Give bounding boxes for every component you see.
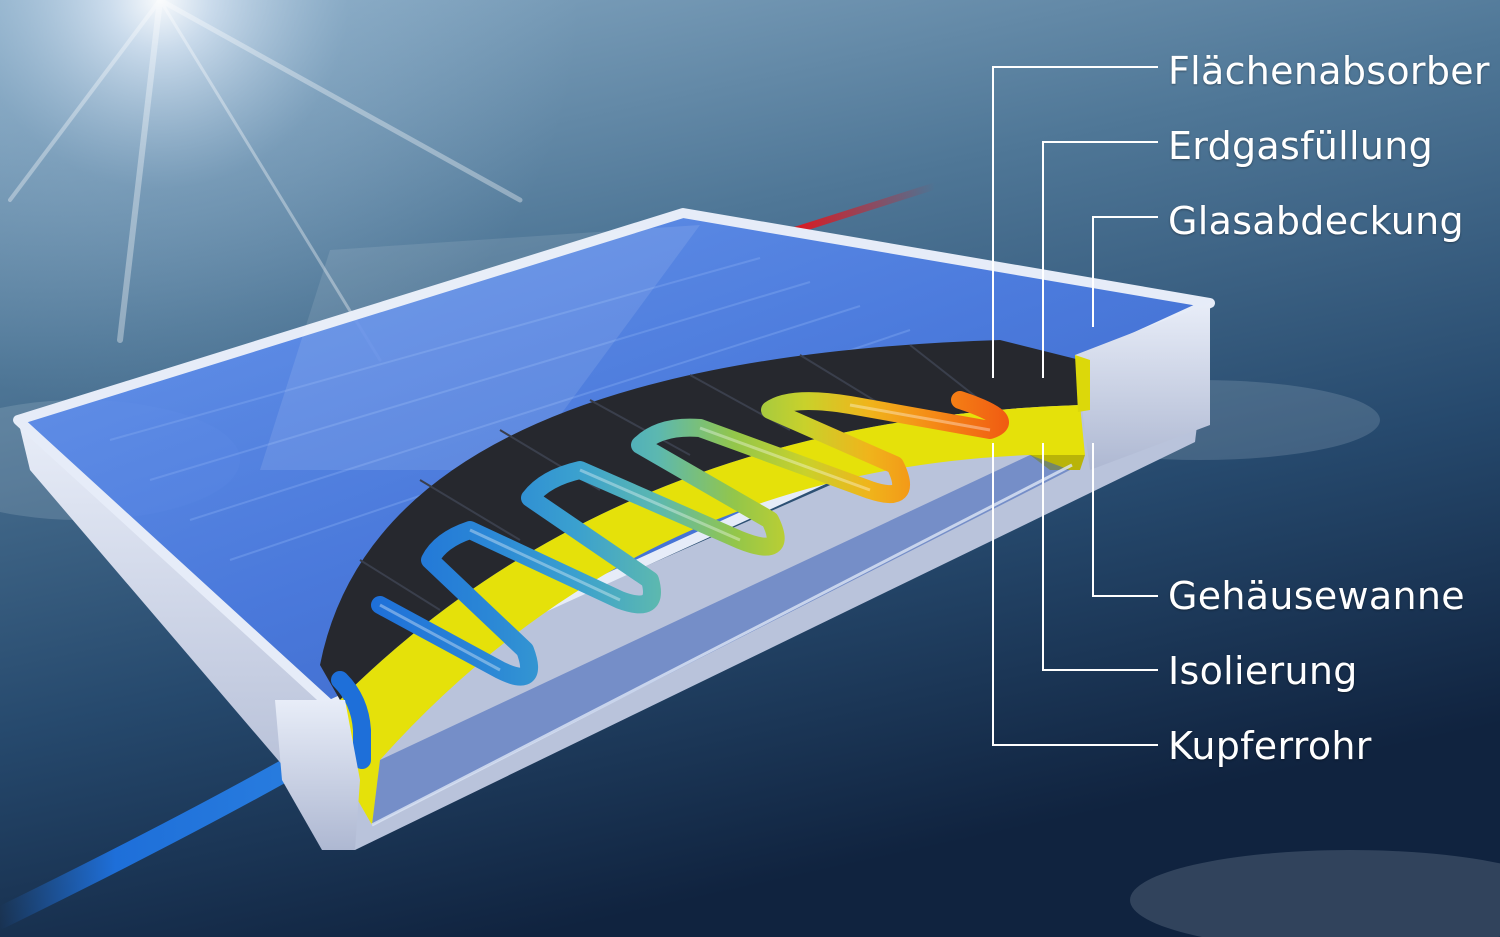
leader-gehaeusewanne bbox=[1092, 443, 1158, 597]
frame-right-section bbox=[1075, 303, 1210, 470]
pipe-highlight bbox=[379, 403, 991, 672]
leader-erdgasfuellung bbox=[1042, 141, 1158, 378]
housing-tray bbox=[372, 455, 1070, 825]
label-flaechenabsorber: Flächenabsorber bbox=[1168, 49, 1490, 93]
frame-right-insulation bbox=[1075, 355, 1090, 412]
sun-rays bbox=[8, 0, 523, 362]
label-gehaeusewanne: Gehäusewanne bbox=[1168, 574, 1465, 618]
leader-lines bbox=[992, 66, 1158, 746]
copper-pipe bbox=[331, 391, 1010, 769]
leader-flaechenabsorber bbox=[992, 66, 1158, 378]
label-glasabdeckung: Glasabdeckung bbox=[1168, 199, 1464, 243]
label-kupferrohr: Kupferrohr bbox=[1168, 724, 1372, 768]
label-erdgasfuellung: Erdgasfüllung bbox=[1168, 124, 1434, 168]
leader-isolierung bbox=[1042, 443, 1158, 671]
absorber-plate bbox=[320, 340, 1080, 700]
leader-kupferrohr bbox=[992, 443, 1158, 746]
tray-edge bbox=[371, 463, 1073, 827]
leader-glasabdeckung bbox=[1092, 216, 1158, 327]
outlet-pipe bbox=[786, 182, 939, 236]
label-isolierung: Isolierung bbox=[1168, 649, 1358, 693]
frame-left-side bbox=[18, 420, 355, 850]
frame-left-section bbox=[275, 700, 360, 850]
glass-reflection bbox=[260, 225, 700, 470]
